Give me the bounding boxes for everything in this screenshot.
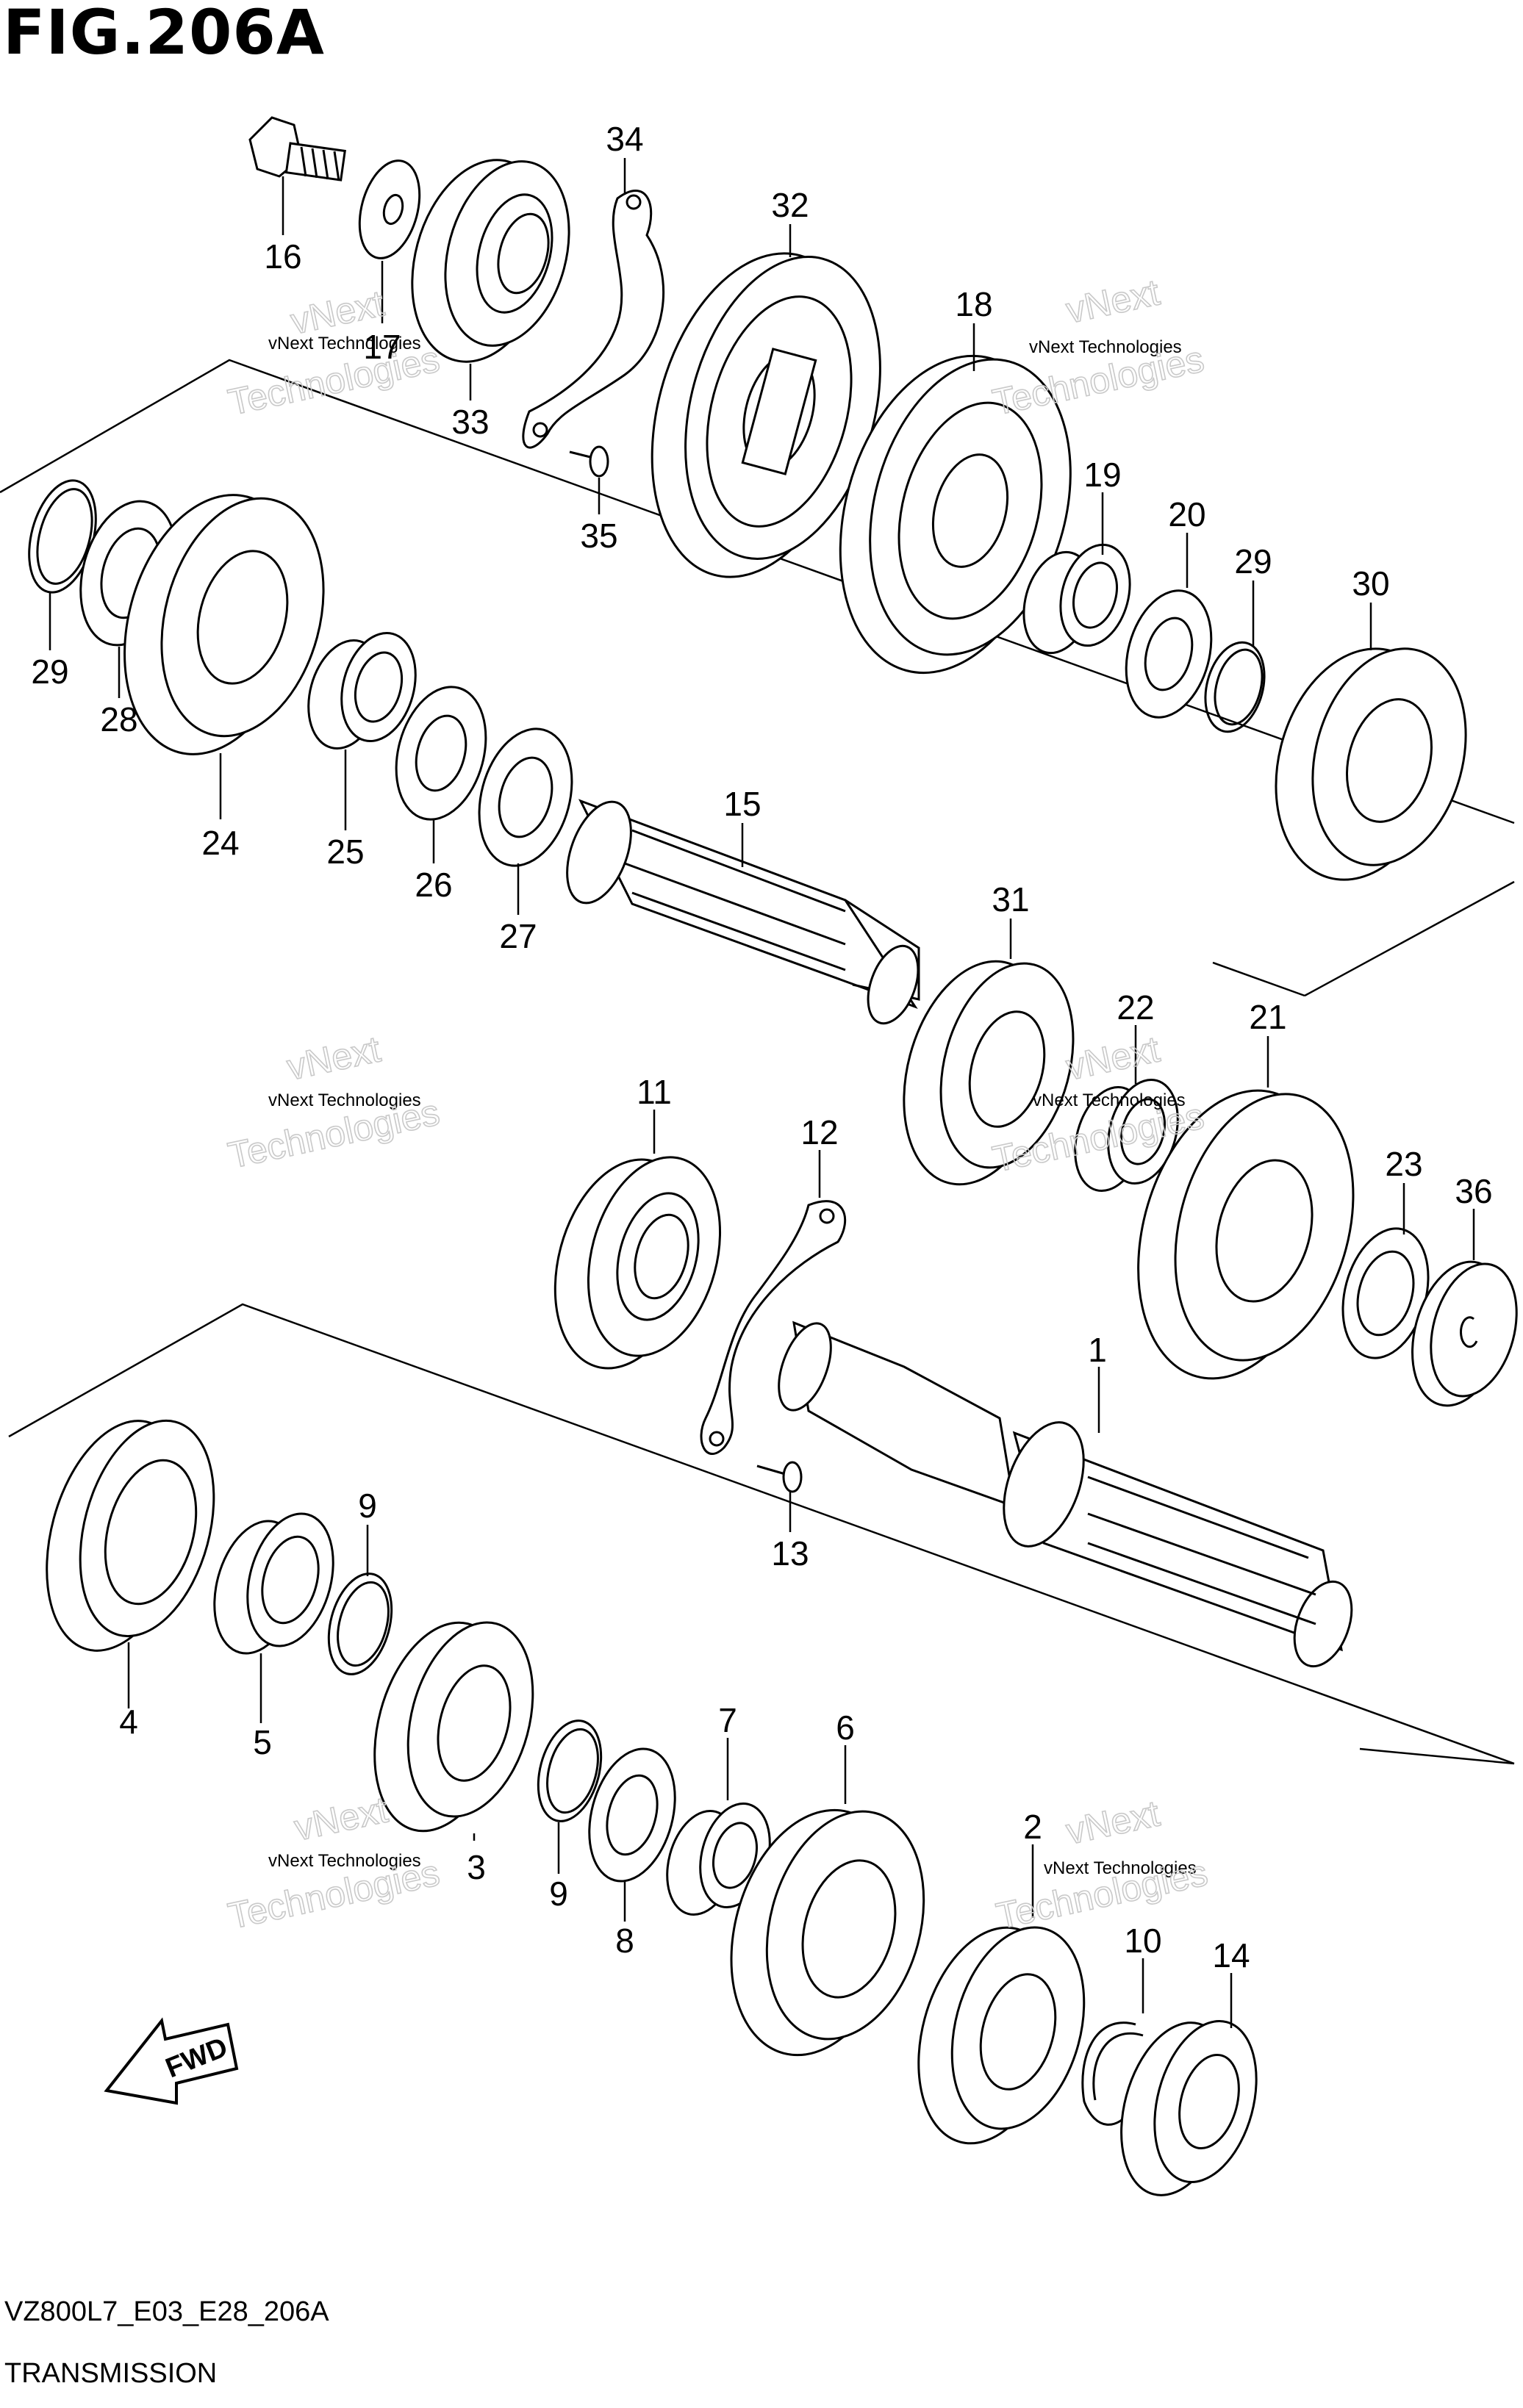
part-36-bearing — [1411, 1260, 1518, 1407]
callout-6: 6 — [836, 1708, 855, 1747]
part-21-gear — [1137, 1089, 1355, 1380]
part-12-retainer — [700, 1200, 847, 1455]
part-24-gear — [123, 494, 325, 755]
part-9-circlip-upper — [327, 1573, 393, 1675]
callout-34: 34 — [606, 120, 643, 158]
callout-3: 3 — [467, 1848, 486, 1886]
callout-21: 21 — [1249, 998, 1286, 1036]
svg-text:vNext Technologies: vNext Technologies — [1029, 337, 1182, 357]
callout-numbers: 1 2 3 4 5 6 7 8 9 9 10 11 12 13 14 15 16… — [31, 120, 1492, 1974]
figure-name: TRANSMISSION — [4, 2358, 218, 2389]
svg-text:vNext Technologies: vNext Technologies — [268, 1090, 421, 1110]
part-6-gear — [730, 1808, 925, 2057]
upper-group-bracket-lower-edge — [1212, 961, 1305, 997]
part-15-countershaft — [566, 799, 920, 1025]
callout-35: 35 — [580, 517, 617, 555]
svg-text:vNext Technologies: vNext Technologies — [1033, 1090, 1186, 1110]
callout-27: 27 — [499, 917, 537, 955]
callout-5: 5 — [253, 1723, 272, 1761]
callout-14: 14 — [1212, 1936, 1250, 1974]
callout-10: 10 — [1124, 1922, 1161, 1960]
part-20-washer — [1125, 589, 1213, 719]
part-10-circlip — [1081, 2021, 1144, 2126]
callout-7: 7 — [718, 1701, 737, 1739]
callout-22: 22 — [1117, 988, 1154, 1027]
svg-text:vNext Technologies: vNext Technologies — [268, 1851, 421, 1871]
callout-23: 23 — [1385, 1145, 1422, 1183]
callout-16: 16 — [264, 237, 301, 276]
callout-26: 26 — [415, 866, 452, 904]
callout-17: 17 — [363, 328, 401, 366]
part-13-screw — [756, 1461, 803, 1493]
callout-19: 19 — [1083, 456, 1121, 494]
leader-lines — [49, 158, 1475, 2028]
part-29-circlip-upper-right — [1204, 641, 1266, 733]
svg-text:vNext Technologies: vNext Technologies — [1044, 1858, 1197, 1878]
callout-36: 36 — [1455, 1172, 1492, 1210]
callout-31: 31 — [992, 880, 1029, 919]
lower-group-bracket — [8, 1303, 1515, 1765]
part-9-circlip-lower — [537, 1719, 603, 1822]
callout-33: 33 — [451, 403, 489, 441]
callout-32: 32 — [771, 186, 809, 224]
callout-30: 30 — [1352, 564, 1389, 603]
callout-15: 15 — [723, 785, 761, 823]
forward-direction-arrow: FWD — [104, 2017, 239, 2105]
svg-text:vNext: vNext — [284, 1028, 384, 1088]
callout-8: 8 — [615, 1922, 634, 1960]
part-34-retainer — [522, 190, 665, 449]
part-11-bearing — [553, 1156, 722, 1370]
part-25-bushing — [307, 631, 417, 750]
part-16-bolt — [248, 116, 346, 182]
part-18-gear — [839, 354, 1072, 675]
svg-text:vNext: vNext — [1063, 271, 1164, 331]
part-3-gear — [373, 1621, 534, 1833]
part-35-screw — [569, 445, 609, 478]
part-8-lock-washer — [588, 1747, 676, 1883]
part-27-lock-washer — [478, 727, 573, 867]
part-1-main-shaft — [778, 1320, 1353, 1668]
callout-28: 28 — [100, 700, 137, 738]
part-4-gear — [46, 1419, 215, 1652]
callout-29-left: 29 — [31, 653, 68, 691]
callout-13: 13 — [771, 1534, 809, 1573]
part-23-washer — [1341, 1227, 1430, 1359]
svg-text:vNext Technologies: vNext Technologies — [268, 334, 421, 353]
part-5-bushing — [213, 1512, 334, 1655]
callout-24: 24 — [201, 824, 239, 862]
part-32-gear — [651, 252, 881, 578]
callout-11: 11 — [637, 1073, 672, 1111]
callout-20: 20 — [1168, 495, 1205, 533]
svg-text:vNext: vNext — [1063, 1792, 1164, 1852]
part-19-bushing — [1022, 543, 1131, 655]
callout-9-upper: 9 — [358, 1487, 377, 1525]
callout-9-lower: 9 — [549, 1875, 568, 1913]
upper-group-bracket — [0, 359, 1515, 997]
part-22-bushing — [1074, 1078, 1179, 1193]
part-2-gear — [917, 1926, 1086, 2145]
callout-25: 25 — [326, 833, 364, 871]
callout-2: 2 — [1023, 1808, 1042, 1846]
callout-29-right: 29 — [1234, 542, 1272, 581]
callout-18: 18 — [955, 285, 992, 323]
figure-code: VZ800L7_E03_E28_206A — [4, 2296, 329, 2327]
callout-1: 1 — [1088, 1331, 1107, 1369]
figure-title: FIG.206A — [3, 0, 325, 68]
callout-4: 4 — [119, 1703, 138, 1741]
callout-12: 12 — [800, 1113, 838, 1151]
part-33-bearing — [411, 159, 570, 363]
svg-text:vNext: vNext — [291, 1789, 392, 1848]
part-14-bearing — [1120, 2020, 1258, 2196]
part-17-washer — [358, 159, 421, 259]
part-30-gear — [1275, 647, 1467, 881]
part-31-gear — [903, 960, 1075, 1186]
part-26-lock-washer — [395, 686, 487, 821]
